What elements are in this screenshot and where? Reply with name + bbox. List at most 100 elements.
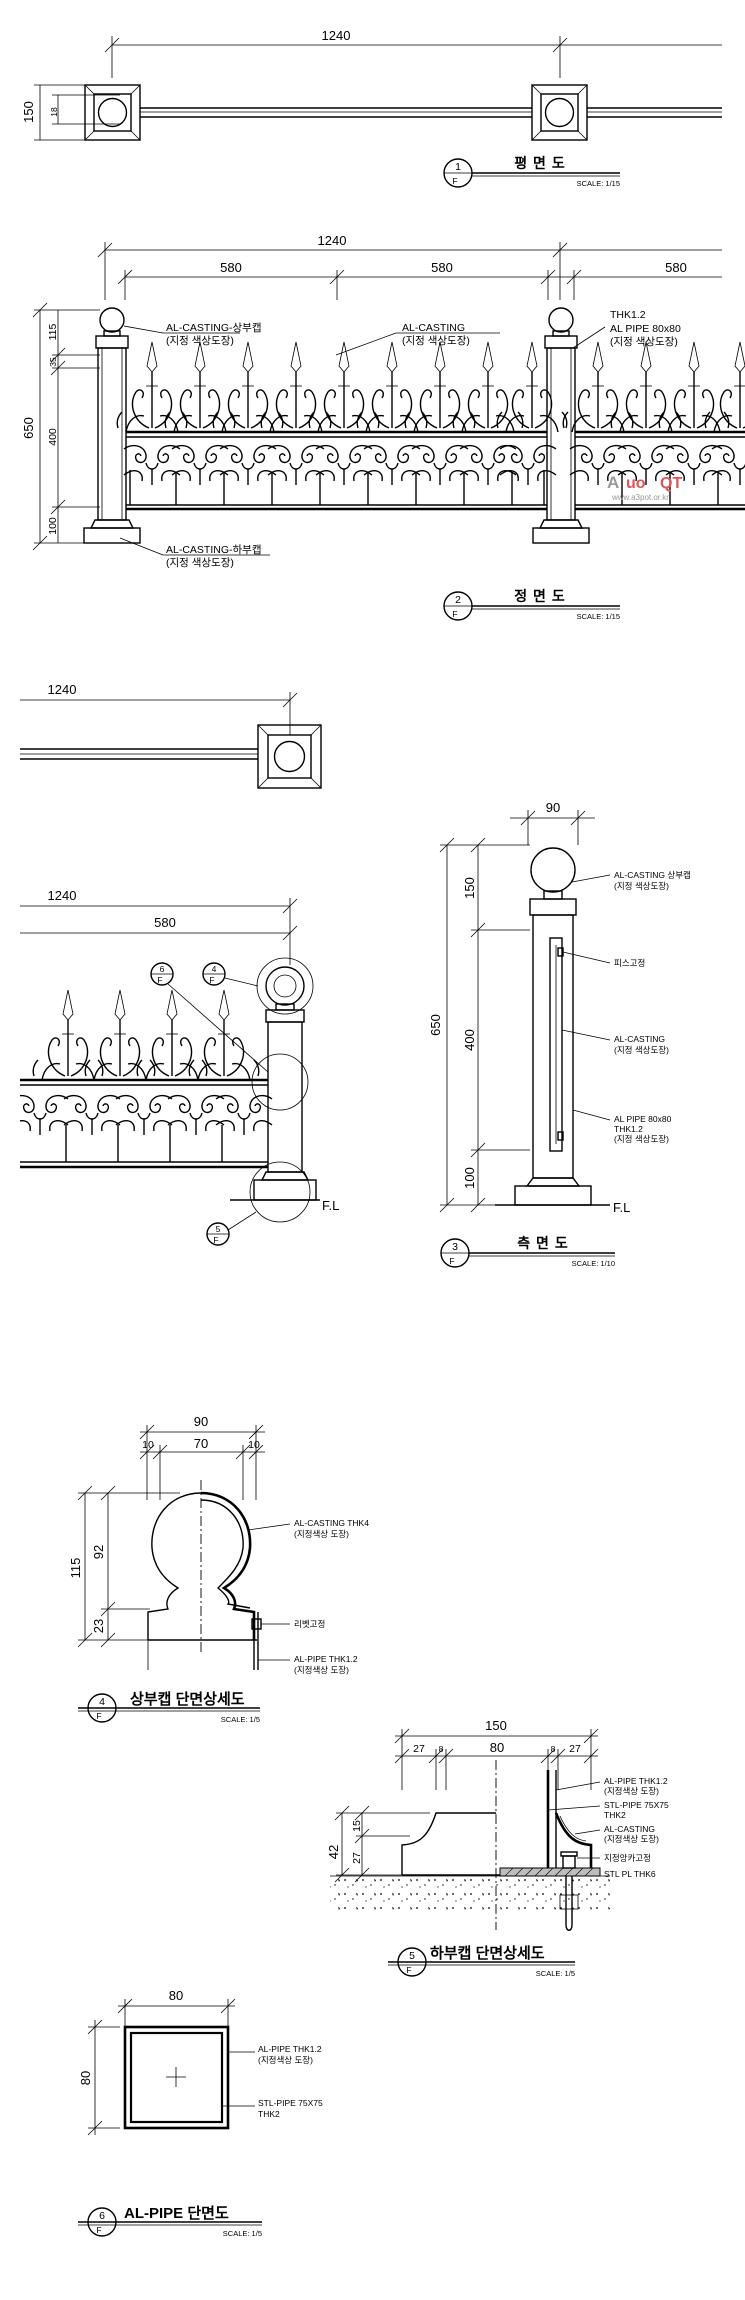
detail-callout-circle-6	[251, 1053, 309, 1111]
label-pipe: AL PIPE 80x80	[610, 323, 681, 335]
dim-text: 23	[91, 1619, 106, 1633]
dim-text: 150	[485, 1718, 507, 1733]
dim-text: 100	[47, 517, 59, 535]
dim-text: 10	[142, 1439, 154, 1451]
title-scale: SCALE: 1/5	[221, 1715, 260, 1724]
dim-text: 580	[220, 260, 242, 275]
dim-text: 100	[462, 1167, 477, 1189]
dim-text: 80	[169, 1988, 183, 2003]
label-bottom-cap-note: (지정 색상도장)	[166, 557, 234, 569]
title-sheet: F	[449, 1256, 454, 1266]
dim-text: 80	[490, 1740, 504, 1755]
drawing-title-2: 2 F 정 면 도 SCALE: 1/15	[443, 588, 620, 621]
label-top-cap: AL-CASTING-상부캡	[166, 322, 262, 334]
dim-text: 1240	[318, 233, 347, 248]
floor-level: F.L	[613, 1200, 630, 1215]
label-screw: 피스고정	[614, 958, 645, 968]
title-number: 6	[99, 2210, 105, 2222]
callout-sheet: F	[157, 975, 162, 985]
drawing-title-5: 5 F 하부캡 단면상세도 SCALE: 1/5	[388, 1944, 575, 1978]
watermark-logo: uo	[626, 475, 646, 492]
fence-panel-2	[562, 341, 745, 511]
dim-text: 90	[194, 1414, 208, 1429]
label-stl-thk: THK2	[604, 1810, 626, 1820]
label-plate: STL PL THK6	[604, 1869, 656, 1879]
title-sheet: F	[452, 609, 457, 619]
label-pipe-thk: THK1.2	[614, 1124, 643, 1134]
label-cap-note: (지정 색상도장)	[614, 881, 669, 891]
post-plan-left	[84, 84, 141, 141]
title-text: 측 면 도	[517, 1235, 568, 1251]
dim-text: 90	[546, 800, 560, 815]
dim-text: 42	[326, 1845, 341, 1859]
drawing-title-6: 6 F AL-PIPE 단면도 SCALE: 1/5	[78, 2205, 262, 2238]
drawing-title-4: 4 F 상부캡 단면상세도 SCALE: 1/5	[78, 1690, 260, 1724]
label-casting: AL-CASTING	[614, 1034, 665, 1044]
side-elevation-drawing: 90 650 150 400 100 F.L AL-CASTING 상부캡 (지…	[428, 800, 691, 1268]
dim-text: 15	[351, 1820, 363, 1832]
dim-text: 1240	[322, 28, 351, 43]
watermark-logo: QT	[660, 475, 682, 492]
title-number: 4	[99, 1696, 105, 1708]
title-text: 평 면 도	[514, 155, 565, 171]
label-stl-thk: THK2	[258, 2109, 280, 2119]
title-sheet: F	[96, 2225, 101, 2235]
callout-number: 5	[216, 1224, 221, 1234]
label-casting: AL-CASTING	[402, 322, 465, 334]
top-cap-section-drawing: 90 10 70 10 115 92 23 AL-CASTING THK4 (지…	[68, 1414, 369, 1724]
title-scale: SCALE: 1/15	[577, 612, 620, 621]
watermark: A uo QT www.a3pot.or.kr	[607, 473, 682, 502]
dim-text: 1240	[48, 682, 77, 697]
dim-text: 8	[439, 1744, 444, 1754]
front-elevation-drawing: 1240 580 580 580 650 115 35 400 100	[21, 233, 745, 621]
title-text: 하부캡 단면상세도	[430, 1944, 545, 1962]
dim-text: 1240	[48, 888, 77, 903]
label-casting-note: (지정 색상도장)	[402, 335, 470, 347]
callout-number: 6	[160, 964, 165, 974]
label-casting-note: (지정 색상도장)	[614, 1045, 669, 1055]
dim-text: 400	[462, 1029, 477, 1051]
title-text: AL-PIPE 단면도	[124, 2205, 229, 2222]
dim-text: 650	[428, 1014, 443, 1036]
front-detail-drawing: 1240 580 F.L 6 F 4 F 5 F	[20, 888, 339, 1246]
callout-sheet: F	[213, 1235, 218, 1245]
dim-text: 580	[431, 260, 453, 275]
label-bolt: 지정앙카고정	[604, 1853, 651, 1863]
label-rivet: 리벳고정	[294, 1619, 325, 1629]
label-pipe-note: (지정 색상도장)	[614, 1134, 669, 1144]
title-number: 5	[409, 1950, 415, 1962]
title-number: 2	[455, 594, 461, 606]
dim-text: 80	[78, 2071, 93, 2085]
drawing-title-3: 3 F 측 면 도 SCALE: 1/10	[440, 1235, 615, 1268]
post-elevation-right	[532, 307, 590, 544]
label-pipe-thk: THK1.2	[610, 309, 646, 321]
dim-text: 27	[351, 1852, 363, 1864]
dim-text: 35	[48, 357, 58, 367]
title-text: 상부캡 단면상세도	[130, 1690, 245, 1708]
al-pipe-section-drawing: 80 80 AL-PIPE THK1.2 (지정색상 도장) STL-PIPE …	[78, 1988, 323, 2238]
detail-callout-circle-5	[249, 1161, 311, 1223]
label-casting-note: (지정색상 도장)	[604, 1834, 659, 1844]
title-scale: SCALE: 1/5	[223, 2229, 262, 2238]
label-casting: AL-CASTING THK4	[294, 1518, 369, 1528]
dim-text: 8	[551, 1744, 556, 1754]
title-sheet: F	[96, 1711, 101, 1721]
label-bottom-cap: AL-CASTING-하부캡	[166, 543, 262, 556]
dim-text: 70	[194, 1436, 208, 1451]
label-stl: STL-PIPE 75X75	[604, 1800, 669, 1810]
label-cap: AL-CASTING 상부캡	[614, 870, 691, 880]
dim-text: 27	[413, 1743, 425, 1755]
post-elevation-left	[83, 307, 141, 544]
title-number: 1	[455, 161, 461, 173]
plan-detail-drawing: 1240	[20, 682, 322, 789]
label-pipe: AL-PIPE THK1.2	[258, 2044, 322, 2054]
fence-panel-1	[116, 341, 568, 511]
label-pipe: AL-PIPE THK1.2	[604, 1776, 668, 1786]
label-pipe-note: (지정색상 도장)	[294, 1665, 349, 1675]
dim-text: 18	[49, 107, 59, 117]
post-plan-right	[531, 84, 588, 141]
label-pipe-note: (지정 색상도장)	[610, 336, 678, 348]
dim-text: 580	[665, 260, 687, 275]
title-scale: SCALE: 1/15	[577, 179, 620, 188]
